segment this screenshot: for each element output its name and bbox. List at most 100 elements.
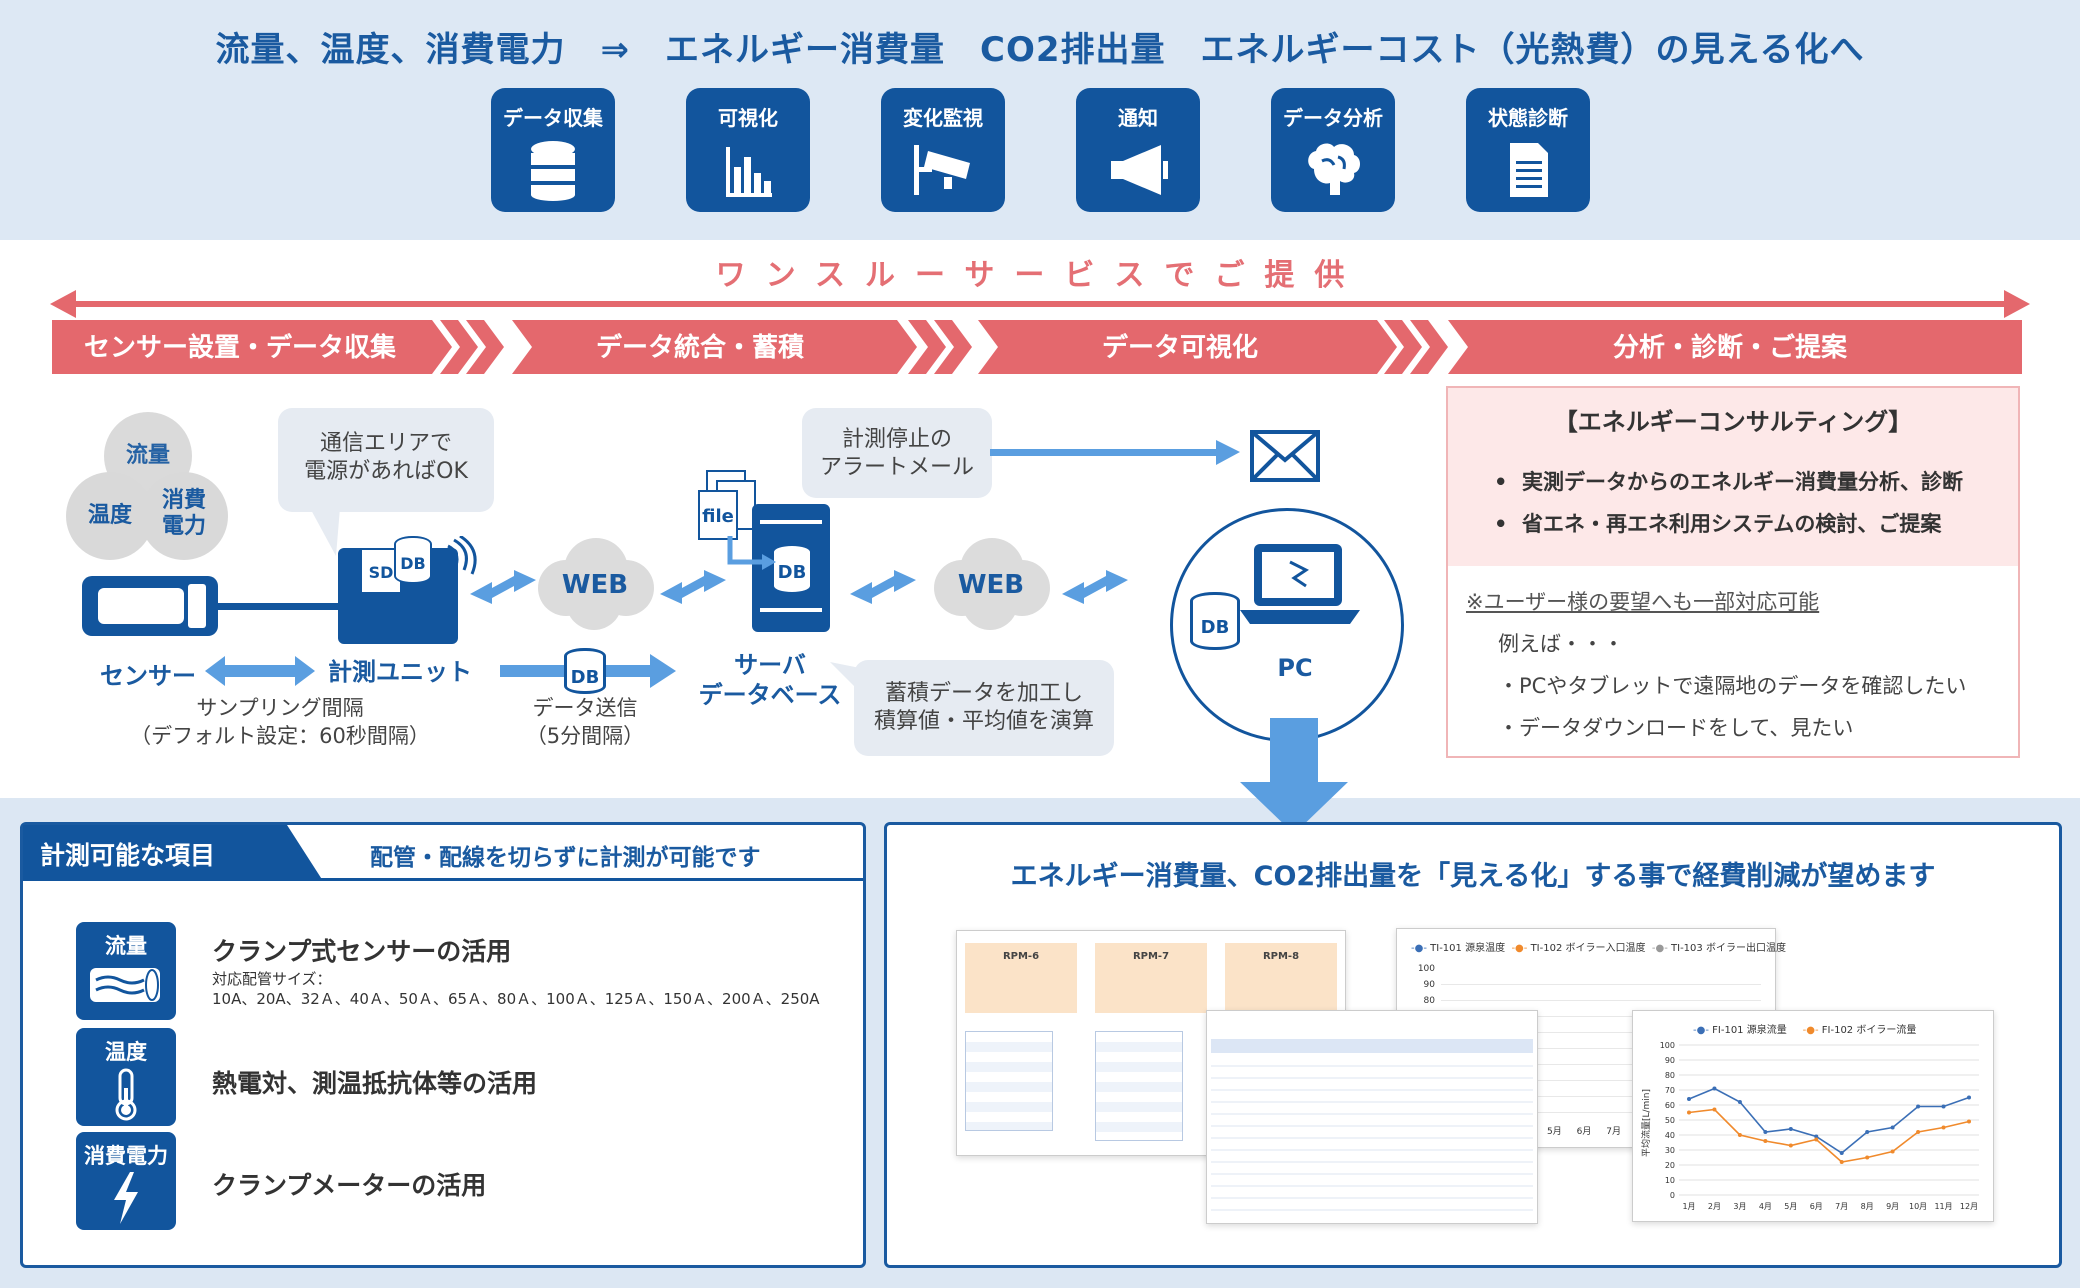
- sd-label: SD: [368, 563, 394, 582]
- laptop-icon: [1240, 544, 1360, 624]
- unit-label: 計測ユニット: [328, 658, 472, 686]
- stage-label-4: 分析・診断・ご提案: [1612, 333, 1847, 363]
- data-point: [1788, 1143, 1793, 1148]
- consulting-item-1: ・PCやタブレットで遠隔地のデータを確認したい: [1498, 674, 1967, 698]
- measure-tab-bg: [23, 825, 863, 881]
- pc-label: PC: [1277, 654, 1313, 682]
- zigzag-arrow-3: [850, 570, 916, 604]
- server-db-label: DB: [777, 562, 807, 583]
- pc-db: DB: [1190, 592, 1240, 650]
- temp-tick: 100: [1417, 964, 1435, 974]
- data-point: [1967, 1095, 1971, 1100]
- web-label-2: WEB: [957, 570, 1025, 600]
- feature-visualize: 可視化: [686, 88, 810, 212]
- mail-icon: [1250, 430, 1320, 482]
- web-label-1: WEB: [561, 570, 629, 600]
- thermometer-icon: [115, 1068, 137, 1121]
- feature-label: データ分析: [1283, 106, 1383, 130]
- data-point: [1916, 1130, 1921, 1134]
- database-icon: [531, 141, 575, 201]
- y-tick-label: 50: [1665, 1116, 1675, 1125]
- brain-icon: [1308, 143, 1360, 195]
- flow-chart-card: -●- FI-101 源泉流量 -●- FI-102 ボイラー流量 平均流量[L…: [1632, 1010, 1994, 1222]
- flow-icon-box: 流量: [76, 922, 176, 1020]
- item-title-temperature: 熱電対、測温抵抗体等の活用: [212, 1069, 538, 1098]
- bubble-calc: 蓄積データを加工し 積算値・平均値を演算: [854, 660, 1114, 756]
- temperature-icon-label: 温度: [105, 1040, 147, 1064]
- data-point: [1890, 1125, 1895, 1130]
- feature-label: 通知: [1118, 106, 1158, 130]
- server-db: DB: [772, 544, 812, 594]
- data-point: [1839, 1151, 1844, 1155]
- flow-ylabel: 平均流量[L/min]: [1640, 1089, 1652, 1157]
- feature-label: 可視化: [718, 106, 778, 130]
- feature-notify: 通知: [1076, 88, 1200, 212]
- y-tick-label: 30: [1665, 1146, 1675, 1155]
- consulting-bullet-2: • 省エネ・再エネ利用システムの検討、ご提案: [1494, 512, 1942, 536]
- bubble-calc-tail: [830, 662, 860, 692]
- y-tick-label: 10: [1665, 1176, 1675, 1185]
- measure-subtitle: 配管・配線を切らずに計測が可能です: [370, 845, 761, 871]
- feature-analysis: データ分析: [1271, 88, 1395, 212]
- rpm-label-7: RPM-7: [1132, 951, 1170, 962]
- y-tick-label: 40: [1665, 1131, 1675, 1140]
- x-tick-label: 3月: [1733, 1202, 1746, 1211]
- visualization-title: エネルギー消費量、CO2排出量を「見える化」する事で経費削減が望めます: [1010, 861, 1936, 892]
- data-point: [1814, 1134, 1819, 1139]
- temp-month: 6月: [1576, 1127, 1592, 1137]
- alert-arrow: [990, 440, 1240, 465]
- data-point: [1712, 1107, 1717, 1112]
- data-point: [1916, 1104, 1921, 1109]
- measure-tab: 計測可能な項目: [40, 841, 216, 870]
- x-tick-label: 8月: [1861, 1202, 1874, 1211]
- x-tick-label: 10月: [1909, 1202, 1927, 1211]
- bubble-area-tail: [310, 508, 340, 556]
- feature-label: データ収集: [503, 106, 603, 130]
- y-tick-label: 100: [1660, 1041, 1675, 1050]
- consulting-note: ※ユーザー様の要望へも一部対応可能: [1466, 590, 1820, 614]
- bubble-alert: 計測停止の アラートメール: [802, 408, 992, 498]
- temperature-icon-box: 温度: [76, 1028, 176, 1126]
- consulting-item-2: ・データダウンロードをして、見たい: [1498, 716, 1854, 740]
- temp-tick: 80: [1423, 996, 1435, 1006]
- data-point: [1865, 1155, 1870, 1160]
- data-point: [1941, 1104, 1946, 1109]
- server-label: サーバ データベース: [698, 651, 842, 709]
- down-arrow: [1240, 718, 1348, 834]
- sensor-device: [82, 576, 218, 636]
- data-point: [1687, 1110, 1691, 1115]
- sensor-cable: [218, 603, 342, 610]
- consulting-bullet-1-text: 実測データからのエネルギー消費量分析、診断: [1522, 470, 1964, 494]
- file-icon: file: [698, 490, 738, 540]
- stage-label-3: データ可視化: [1101, 333, 1258, 363]
- send-caption: データ送信 （5分間隔）: [525, 696, 645, 748]
- temp-tick: 90: [1423, 980, 1435, 990]
- megaphone-icon: [1111, 145, 1168, 195]
- power-icon-box: 消費電力: [76, 1132, 176, 1230]
- power-icon-label: 消費電力: [84, 1144, 168, 1168]
- y-tick-label: 80: [1665, 1071, 1675, 1080]
- temp-legend-2: TI-102 ボイラー入口温度: [1530, 943, 1646, 954]
- power-circle: 消費電力: [140, 472, 228, 560]
- zigzag-arrow-1: [470, 570, 536, 604]
- consulting-bullet-1: • 実測データからのエネルギー消費量分析、診断: [1494, 470, 1964, 494]
- item-sub-flow-1: 対応配管サイズ：: [212, 970, 332, 988]
- send-db-label: DB: [570, 667, 600, 688]
- document-icon: [1510, 143, 1548, 197]
- top-band: [0, 0, 2080, 240]
- unit-db: DB: [394, 536, 432, 584]
- x-tick-label: 11月: [1934, 1202, 1952, 1211]
- x-tick-label: 9月: [1886, 1202, 1899, 1211]
- x-tick-label: 7月: [1835, 1202, 1848, 1211]
- temperature-circle-label: 温度: [87, 503, 132, 528]
- rpm-label-8: RPM-8: [1262, 951, 1300, 962]
- x-tick-label: 12月: [1960, 1202, 1978, 1211]
- stage-label-2: データ統合・蓄積: [595, 333, 804, 363]
- temp-legend-1: TI-101 源泉温度: [1430, 943, 1506, 954]
- consulting-header-bg: [1448, 388, 2018, 566]
- data-point: [1967, 1119, 1971, 1124]
- data-point: [1737, 1133, 1742, 1137]
- file-label: file: [702, 506, 734, 527]
- span-arrow: [50, 290, 2030, 318]
